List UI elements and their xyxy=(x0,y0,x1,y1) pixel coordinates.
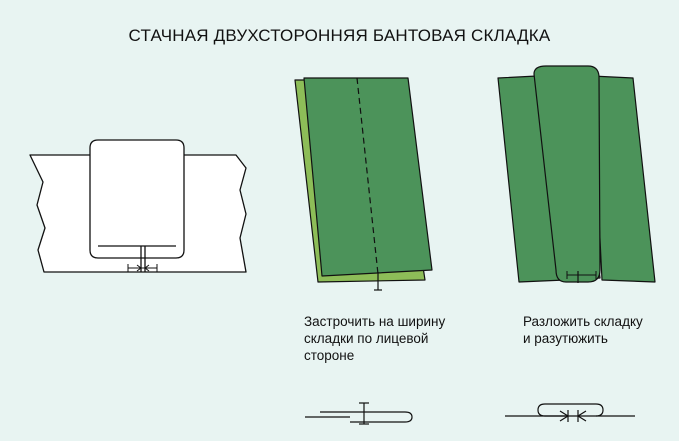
pressed-fabric-right xyxy=(591,75,656,283)
cross-section-pressed xyxy=(505,403,635,422)
step-caption-press: Разложить складку и разутюжить xyxy=(523,314,643,346)
fabric-face-layer xyxy=(303,77,433,277)
step-caption-stitch: Застрочить на ширину складки по лицевой … xyxy=(304,314,446,363)
stitched-pleat-illustration xyxy=(294,77,433,291)
cross-section-stitched xyxy=(305,402,413,425)
pressed-pleat-illustration xyxy=(497,65,656,283)
stitching-line xyxy=(356,77,379,275)
pressed-pleat-top xyxy=(533,65,601,283)
diagram-title: СТАЧНАЯ ДВУХСТОРОННЯЯ БАНТОВАЯ СКЛАДКА xyxy=(128,26,551,45)
finished-pleat-illustration xyxy=(29,139,247,273)
pleat-fold xyxy=(89,139,185,259)
